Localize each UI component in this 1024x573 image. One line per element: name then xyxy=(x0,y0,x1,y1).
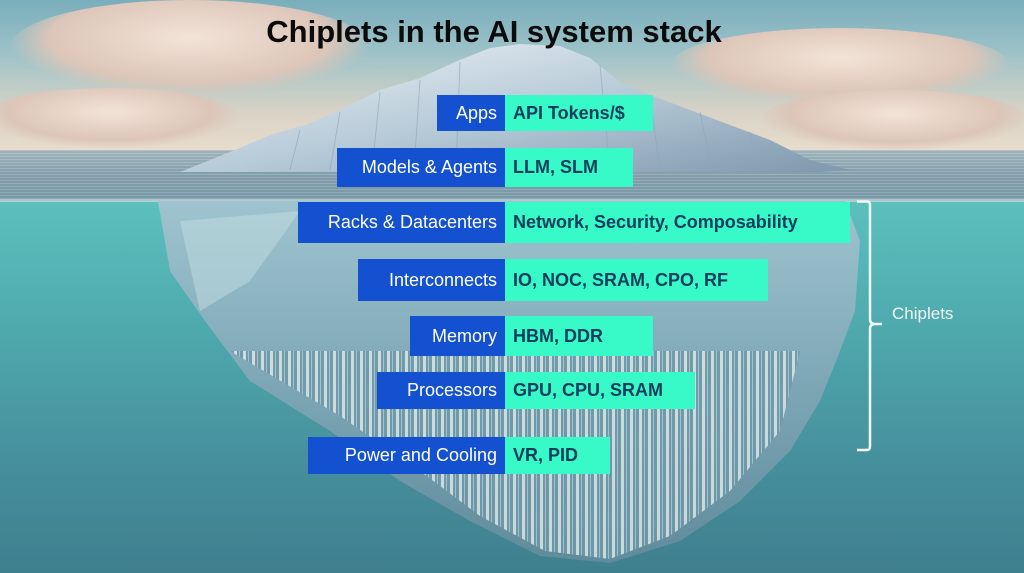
layer-examples: API Tokens/$ xyxy=(505,95,653,131)
layer-label: Interconnects xyxy=(358,259,505,301)
layer-row-models-agents: Models & Agents LLM, SLM xyxy=(337,148,633,187)
layer-label: Apps xyxy=(437,95,505,131)
layer-examples: VR, PID xyxy=(505,437,610,474)
layer-label: Racks & Datacenters xyxy=(298,202,505,243)
layer-examples: Network, Security, Composability xyxy=(505,202,850,243)
layer-examples: HBM, DDR xyxy=(505,316,653,356)
waterline xyxy=(0,199,1024,202)
page-title: Chiplets in the AI system stack xyxy=(0,14,1024,50)
title-text: Chiplets in the AI system stack xyxy=(266,14,722,49)
cloud xyxy=(760,90,1024,150)
layer-row-power-cooling: Power and Cooling VR, PID xyxy=(308,437,610,474)
cloud xyxy=(670,28,1010,103)
layer-row-apps: Apps API Tokens/$ xyxy=(437,95,653,131)
layer-label: Models & Agents xyxy=(337,148,505,187)
chiplets-group-label: Chiplets xyxy=(892,304,954,323)
layer-examples: LLM, SLM xyxy=(505,148,633,187)
layer-row-processors: Processors GPU, CPU, SRAM xyxy=(377,372,695,409)
layer-row-racks-datacenters: Racks & Datacenters Network, Security, C… xyxy=(298,202,850,243)
cloud xyxy=(10,0,370,95)
layer-examples: GPU, CPU, SRAM xyxy=(505,372,695,409)
layer-row-memory: Memory HBM, DDR xyxy=(410,316,653,356)
layer-label: Processors xyxy=(377,372,505,409)
layer-label: Memory xyxy=(410,316,505,356)
chiplets-brace xyxy=(857,200,882,452)
layer-label: Power and Cooling xyxy=(308,437,505,474)
layer-examples: IO, NOC, SRAM, CPO, RF xyxy=(505,259,768,301)
layer-row-interconnects: Interconnects IO, NOC, SRAM, CPO, RF xyxy=(358,259,768,301)
cloud xyxy=(0,88,240,148)
